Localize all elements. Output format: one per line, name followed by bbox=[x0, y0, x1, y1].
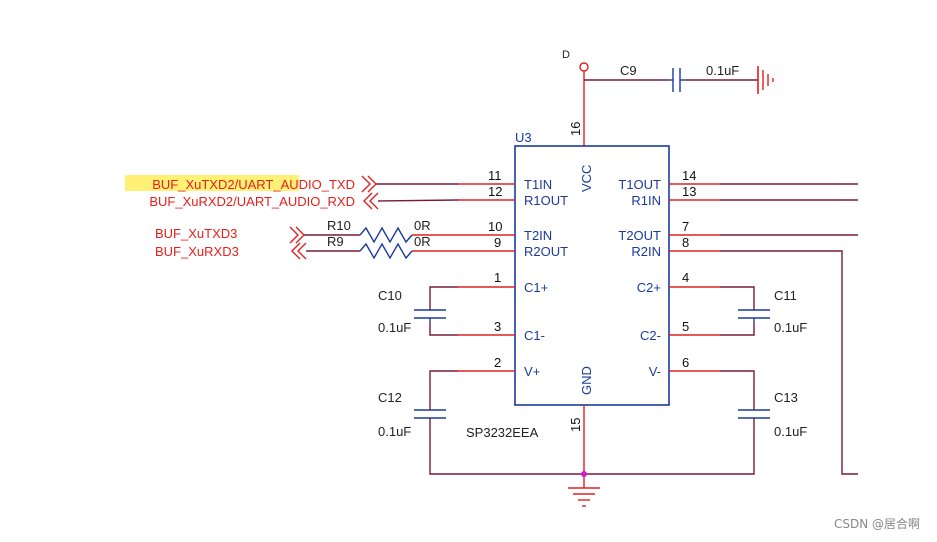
capacitor-c9 bbox=[668, 68, 686, 92]
pin-number-t2out: 7 bbox=[682, 219, 689, 234]
watermark: CSDN @居合啊 bbox=[834, 516, 920, 531]
resistor-r9 bbox=[359, 242, 413, 260]
right-pins bbox=[669, 183, 720, 372]
capacitor-c12 bbox=[414, 409, 446, 419]
pin-name-c2p: C2+ bbox=[637, 280, 661, 295]
c12-wire-bottom bbox=[429, 418, 584, 475]
pin-number-vminus: 6 bbox=[682, 355, 689, 370]
pin-name-c1m: C1- bbox=[524, 328, 545, 343]
c11-ref: C11 bbox=[774, 288, 797, 303]
pin-name-t2out: T2OUT bbox=[618, 228, 661, 243]
pin-name-c1p: C1+ bbox=[524, 280, 548, 295]
c11-wire-bottom bbox=[720, 322, 755, 336]
pin-number-t2in: 10 bbox=[488, 219, 502, 234]
net-label-rxd3[interactable]: BUF_XuRXD3 bbox=[155, 244, 239, 259]
pin-number-c1m: 3 bbox=[494, 319, 501, 334]
c10-ref: C10 bbox=[378, 288, 402, 303]
c12-value: 0.1uF bbox=[378, 424, 411, 439]
c9-value: 0.1uF bbox=[706, 63, 739, 78]
pin-name-vplus: V+ bbox=[524, 364, 540, 379]
capacitor-c13 bbox=[738, 409, 770, 419]
ic-body[interactable] bbox=[514, 145, 670, 406]
pin-number-t1in: 11 bbox=[488, 168, 502, 183]
pin-name-r1out: R1OUT bbox=[524, 193, 568, 208]
c11-value: 0.1uF bbox=[774, 320, 807, 335]
c11-wire-top bbox=[720, 286, 755, 310]
pin-number-c2p: 4 bbox=[682, 270, 689, 285]
pin-number-r2out: 9 bbox=[494, 235, 501, 250]
vcc-net-label-partial: D bbox=[562, 49, 570, 61]
pin-number-t1out: 14 bbox=[682, 168, 696, 183]
c13-wire-bottom bbox=[584, 418, 755, 475]
net-label-rxd2[interactable]: BUF_XuRXD2/UART_AUDIO_RXD bbox=[149, 194, 355, 209]
pin-number-c1p: 1 bbox=[494, 270, 501, 285]
vcc-pin-name: VCC bbox=[579, 165, 594, 192]
ic-designator: U3 bbox=[515, 130, 532, 145]
c13-ref: C13 bbox=[774, 390, 798, 405]
r9-ref: R9 bbox=[327, 234, 344, 249]
c13-wire-top bbox=[720, 370, 755, 410]
junction-dot bbox=[581, 471, 587, 477]
capacitor-c11 bbox=[738, 309, 770, 322]
pin-number-r1out: 12 bbox=[488, 184, 502, 199]
pin-name-r1in: R1IN bbox=[631, 193, 661, 208]
pin-name-r2out: R2OUT bbox=[524, 244, 568, 259]
r10-ref: R10 bbox=[327, 218, 351, 233]
vcc-port-icon bbox=[579, 62, 589, 72]
left-pins bbox=[458, 183, 515, 372]
c13-value: 0.1uF bbox=[774, 424, 807, 439]
c10-wire-bottom bbox=[429, 322, 458, 336]
port-arrow-icon bbox=[289, 226, 305, 244]
c9-ref: C9 bbox=[620, 63, 637, 78]
net-label-txd2[interactable]: BUF_XuTXD2/UART_AUDIO_TXD bbox=[152, 177, 355, 192]
capacitor-c10 bbox=[414, 309, 446, 322]
port-arrow-icon bbox=[363, 192, 379, 210]
ground-icon bbox=[757, 66, 774, 94]
c10-wire-top bbox=[429, 286, 458, 310]
c12-ref: C12 bbox=[378, 390, 402, 405]
c12-wire-top bbox=[429, 370, 458, 410]
pin-number-gnd: 15 bbox=[568, 418, 583, 432]
pin-number-vplus: 2 bbox=[494, 355, 501, 370]
pin-name-vminus: V- bbox=[649, 364, 661, 379]
pin-name-t1out: T1OUT bbox=[618, 177, 661, 192]
pin-number-r2in: 8 bbox=[682, 235, 689, 250]
pin-name-t2in: T2IN bbox=[524, 228, 552, 243]
resistor-r10 bbox=[359, 226, 413, 244]
r10-value: 0R bbox=[414, 218, 431, 233]
r9-value: 0R bbox=[414, 234, 431, 249]
ic-part-number: SP3232EEA bbox=[466, 425, 539, 440]
pin-name-c2m: C2- bbox=[640, 328, 661, 343]
ground-icon bbox=[568, 487, 600, 507]
net-label-txd3[interactable]: BUF_XuTXD3 bbox=[155, 226, 237, 241]
port-arrow-icon bbox=[291, 242, 307, 260]
pin-number-vcc: 16 bbox=[568, 122, 583, 136]
pin-name-r2in: R2IN bbox=[631, 244, 661, 259]
pin-number-c2m: 5 bbox=[682, 319, 689, 334]
search-highlight bbox=[125, 175, 299, 191]
c10-value: 0.1uF bbox=[378, 320, 411, 335]
pin-number-r1in: 13 bbox=[682, 184, 696, 199]
port-arrow-icon bbox=[361, 175, 377, 193]
right-nets bbox=[720, 183, 858, 475]
wire-rxd2 bbox=[377, 199, 459, 202]
pin-name-t1in: T1IN bbox=[524, 177, 552, 192]
gnd-pin-name: GND bbox=[579, 366, 594, 395]
